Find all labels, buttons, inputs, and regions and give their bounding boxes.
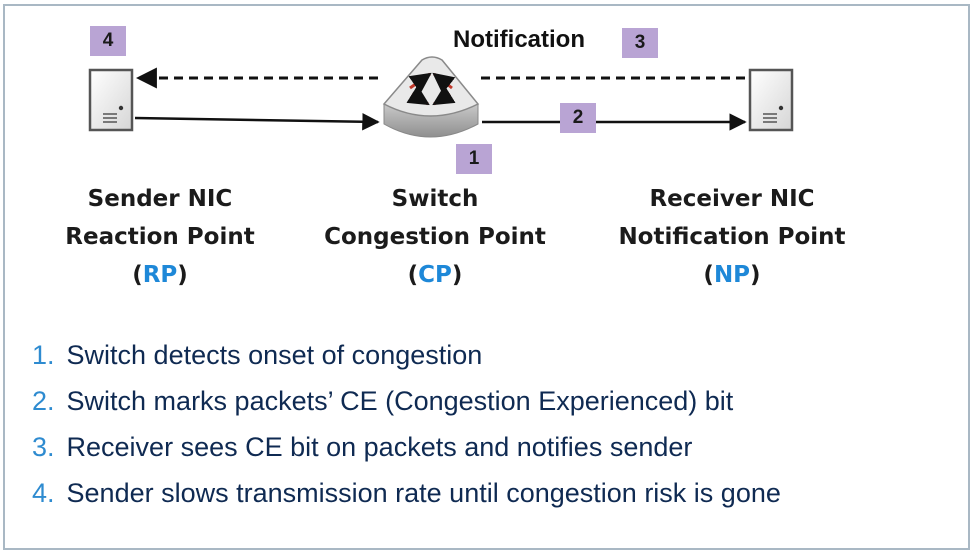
step-badge-2: 2 [560, 103, 596, 133]
step-text: Switch detects onset of congestion [66, 340, 483, 370]
switch-label: Switch Congestion Point (CP) [275, 180, 595, 294]
switch-icon [382, 56, 480, 138]
steps-list: 1. Switch detects onset of congestion 2. S… [32, 332, 781, 516]
step-text: Sender slows transmission rate until con… [66, 478, 781, 508]
step-item: 4. Sender slows transmission rate until c… [32, 470, 781, 516]
step-badge-3: 3 [622, 28, 658, 58]
switch-title: Switch [391, 186, 479, 212]
data-arrow-sender-to-switch [134, 112, 380, 131]
step-number: 1. [32, 340, 55, 370]
sender-nic-label: Sender NIC Reaction Point (RP) [0, 180, 320, 294]
step-number: 4. [32, 478, 55, 508]
step-number: 3. [32, 432, 55, 462]
rp-abbreviation: (RP) [132, 262, 188, 288]
cp-abbr-text: CP [418, 262, 452, 288]
step-item: 1. Switch detects onset of congestion [32, 332, 781, 378]
np-abbr-text: NP [713, 262, 751, 288]
congestion-point-title: Congestion Point [324, 224, 546, 250]
step-badge-1: 1 [456, 144, 492, 174]
step-item: 2. Switch marks packets’ CE (Congestion E… [32, 378, 781, 424]
np-abbreviation: (NP) [703, 262, 761, 288]
receiver-nic-label: Receiver NIC Notification Point (NP) [572, 180, 892, 294]
notification-label: Notification [453, 26, 585, 53]
step-item: 3. Receiver sees CE bit on packets and no… [32, 424, 781, 470]
cp-abbreviation: (CP) [407, 262, 463, 288]
diagram-frame [3, 4, 970, 550]
notification-point-title: Notification Point [618, 224, 846, 250]
rp-abbr-text: RP [142, 262, 178, 288]
sender-nic-title: Sender NIC [87, 186, 233, 212]
receiver-nic-title: Receiver NIC [649, 186, 815, 212]
reaction-point-title: Reaction Point [65, 224, 255, 250]
receiver-server-icon [748, 68, 794, 132]
step-text: Switch marks packets’ CE (Congestion Exp… [66, 386, 734, 416]
step-text: Receiver sees CE bit on packets and noti… [66, 432, 693, 462]
step-badge-4: 4 [90, 26, 126, 56]
sender-server-icon [88, 68, 134, 132]
step-number: 2. [32, 386, 55, 416]
